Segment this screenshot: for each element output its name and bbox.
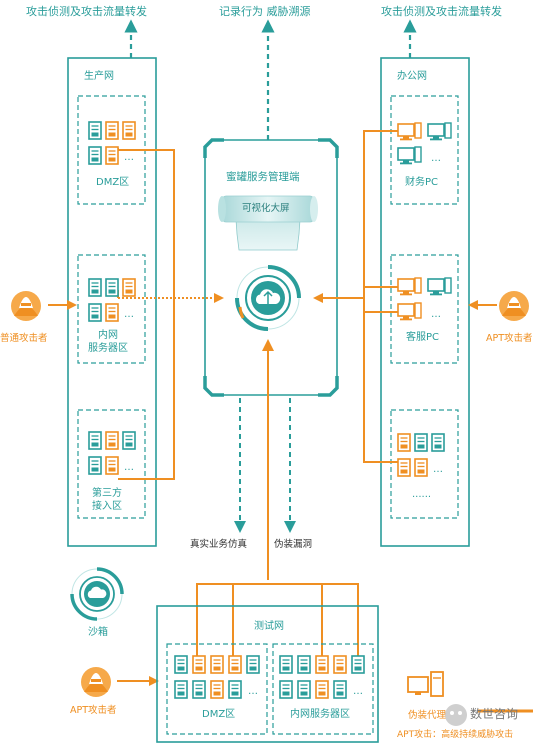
server-icon: [246, 655, 260, 674]
orange-links: [48, 130, 497, 686]
server-icon: [122, 431, 136, 450]
top-label-left: 攻击侦测及攻击流量转发: [26, 5, 147, 18]
server-icon: [88, 146, 102, 165]
test-net-title: 测试网: [254, 621, 284, 632]
honeypot-title: 蜜罐服务管理端: [226, 171, 300, 183]
ellipsis-icon: …: [124, 462, 134, 473]
top-label-right: 攻击侦测及攻击流量转发: [381, 5, 502, 18]
attacker-bottom-label: APT攻击者: [70, 705, 117, 716]
office-zone-more-label: ......: [412, 489, 432, 500]
prod-zone-thirdparty-label: 第三方 接入区: [92, 488, 122, 512]
server-icon: [351, 655, 365, 674]
server-icon: [279, 680, 293, 699]
server-icon: [279, 655, 293, 674]
server-icon: [88, 303, 102, 322]
server-icon: [315, 680, 329, 699]
server-icon: [105, 303, 119, 322]
office-zone-finance-label: 财务PC: [405, 177, 439, 188]
real-business-label: 真实业务仿真: [190, 539, 248, 550]
ellipsis-icon: …: [353, 686, 363, 697]
server-icon: [315, 655, 329, 674]
pc-icon: [427, 122, 452, 141]
server-icon: [333, 680, 347, 699]
ellipsis-icon: …: [248, 686, 258, 697]
prod-zone-intranet-label: 内网 服务器区: [88, 330, 128, 354]
server-icon: [174, 655, 188, 674]
top-arrows: [124, 19, 417, 140]
sandbox-icon: [70, 567, 124, 621]
server-icon: [88, 278, 102, 297]
server-icon: [88, 121, 102, 140]
hacker-icon-left: [11, 291, 41, 321]
server-icon: [105, 146, 119, 165]
legend-fake-agent-icon: [407, 671, 444, 697]
legend-fake-agent-label: 伪装代理: [408, 710, 447, 721]
hacker-icon-right: [499, 291, 529, 321]
server-icon: [297, 655, 311, 674]
server-icon: [192, 655, 206, 674]
server-icon: [414, 433, 428, 452]
ellipsis-icon: …: [124, 309, 134, 320]
office-net-title: 办公网: [397, 71, 427, 82]
cloud-honeypot-icon: [235, 265, 301, 331]
ellipsis-icon: …: [433, 464, 443, 475]
pc-icon: [427, 277, 452, 296]
server-icon: [397, 433, 411, 452]
ellipsis-icon: …: [431, 153, 441, 164]
pc-icon: [397, 277, 422, 296]
visual-screen-icon: [218, 195, 318, 251]
server-icon: [174, 680, 188, 699]
server-icon: [122, 278, 136, 297]
server-icon: [105, 278, 119, 297]
fake-vuln-label: 伪装漏洞: [274, 539, 313, 550]
ellipsis-icon: …: [124, 152, 134, 163]
ellipsis-icon: …: [431, 309, 441, 320]
server-icon: [105, 431, 119, 450]
server-icon: [297, 680, 311, 699]
test-zone-intranet-label: 内网服务器区: [290, 709, 350, 720]
server-icon: [210, 680, 224, 699]
pc-icon: [397, 302, 422, 321]
legend-apt-note: APT攻击：高级持续威胁攻击: [397, 730, 514, 740]
hacker-icon-bottom: [81, 667, 111, 697]
server-icon: [228, 655, 242, 674]
server-icon: [105, 121, 119, 140]
server-icon: [192, 680, 206, 699]
sandbox-label: 沙箱: [88, 627, 108, 638]
test-zone-dmz-label: DMZ区: [202, 709, 236, 720]
watermark-text: 数世咨询: [470, 707, 519, 721]
pc-icon: [397, 146, 422, 165]
server-icon: [88, 456, 102, 475]
server-icon: [431, 433, 445, 452]
bottom-arrows: [234, 398, 296, 533]
server-icon: [210, 655, 224, 674]
pc-icon: [397, 122, 422, 141]
server-icon: [333, 655, 347, 674]
server-icon: [397, 458, 411, 477]
prod-zone-dmz-label: DMZ区: [96, 177, 130, 188]
office-zone-service-label: 客服PC: [406, 332, 440, 343]
watermark-logo-icon: [445, 704, 467, 726]
server-icon: [414, 458, 428, 477]
test-network-box: [156, 605, 379, 743]
production-net-title: 生产网: [84, 71, 114, 82]
server-icon: [228, 680, 242, 699]
attacker-right-label: APT攻击者: [486, 333, 533, 344]
attacker-left-label: 普通攻击者: [0, 333, 48, 344]
screen-label: 可视化大屏: [242, 203, 290, 214]
top-label-center: 记录行为 威胁溯源: [219, 5, 311, 18]
server-icon: [88, 431, 102, 450]
server-icon: [105, 456, 119, 475]
server-icon: [122, 121, 136, 140]
